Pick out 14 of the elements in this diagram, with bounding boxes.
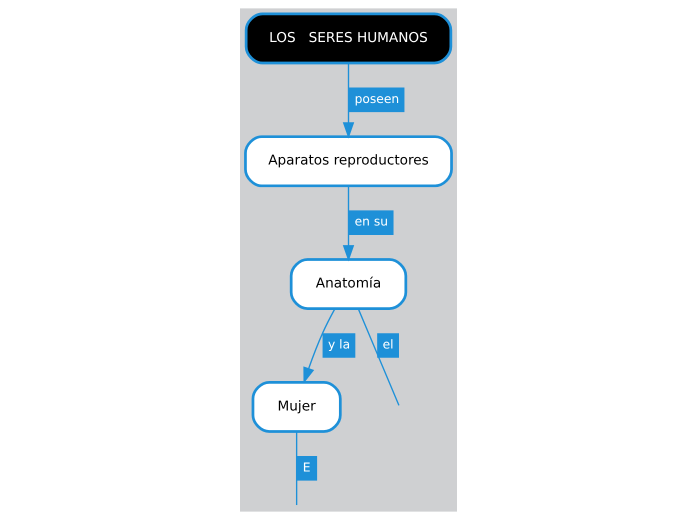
edge-label: y la xyxy=(328,337,350,352)
connector xyxy=(357,308,400,406)
node-box: Aparatos reproductores xyxy=(244,135,452,188)
edge-label: poseen xyxy=(354,92,399,106)
node-box: Mujer xyxy=(251,380,342,433)
edge-label: E xyxy=(302,460,310,474)
node-box: LOS SERES HUMANOS xyxy=(244,12,452,64)
connector xyxy=(295,432,297,506)
arrow xyxy=(342,186,354,262)
node-box: Anatomía xyxy=(289,258,407,310)
edge-label: el xyxy=(382,337,394,352)
edge-label: en su xyxy=(354,214,388,229)
arrow xyxy=(342,64,354,139)
arrow xyxy=(302,308,335,384)
